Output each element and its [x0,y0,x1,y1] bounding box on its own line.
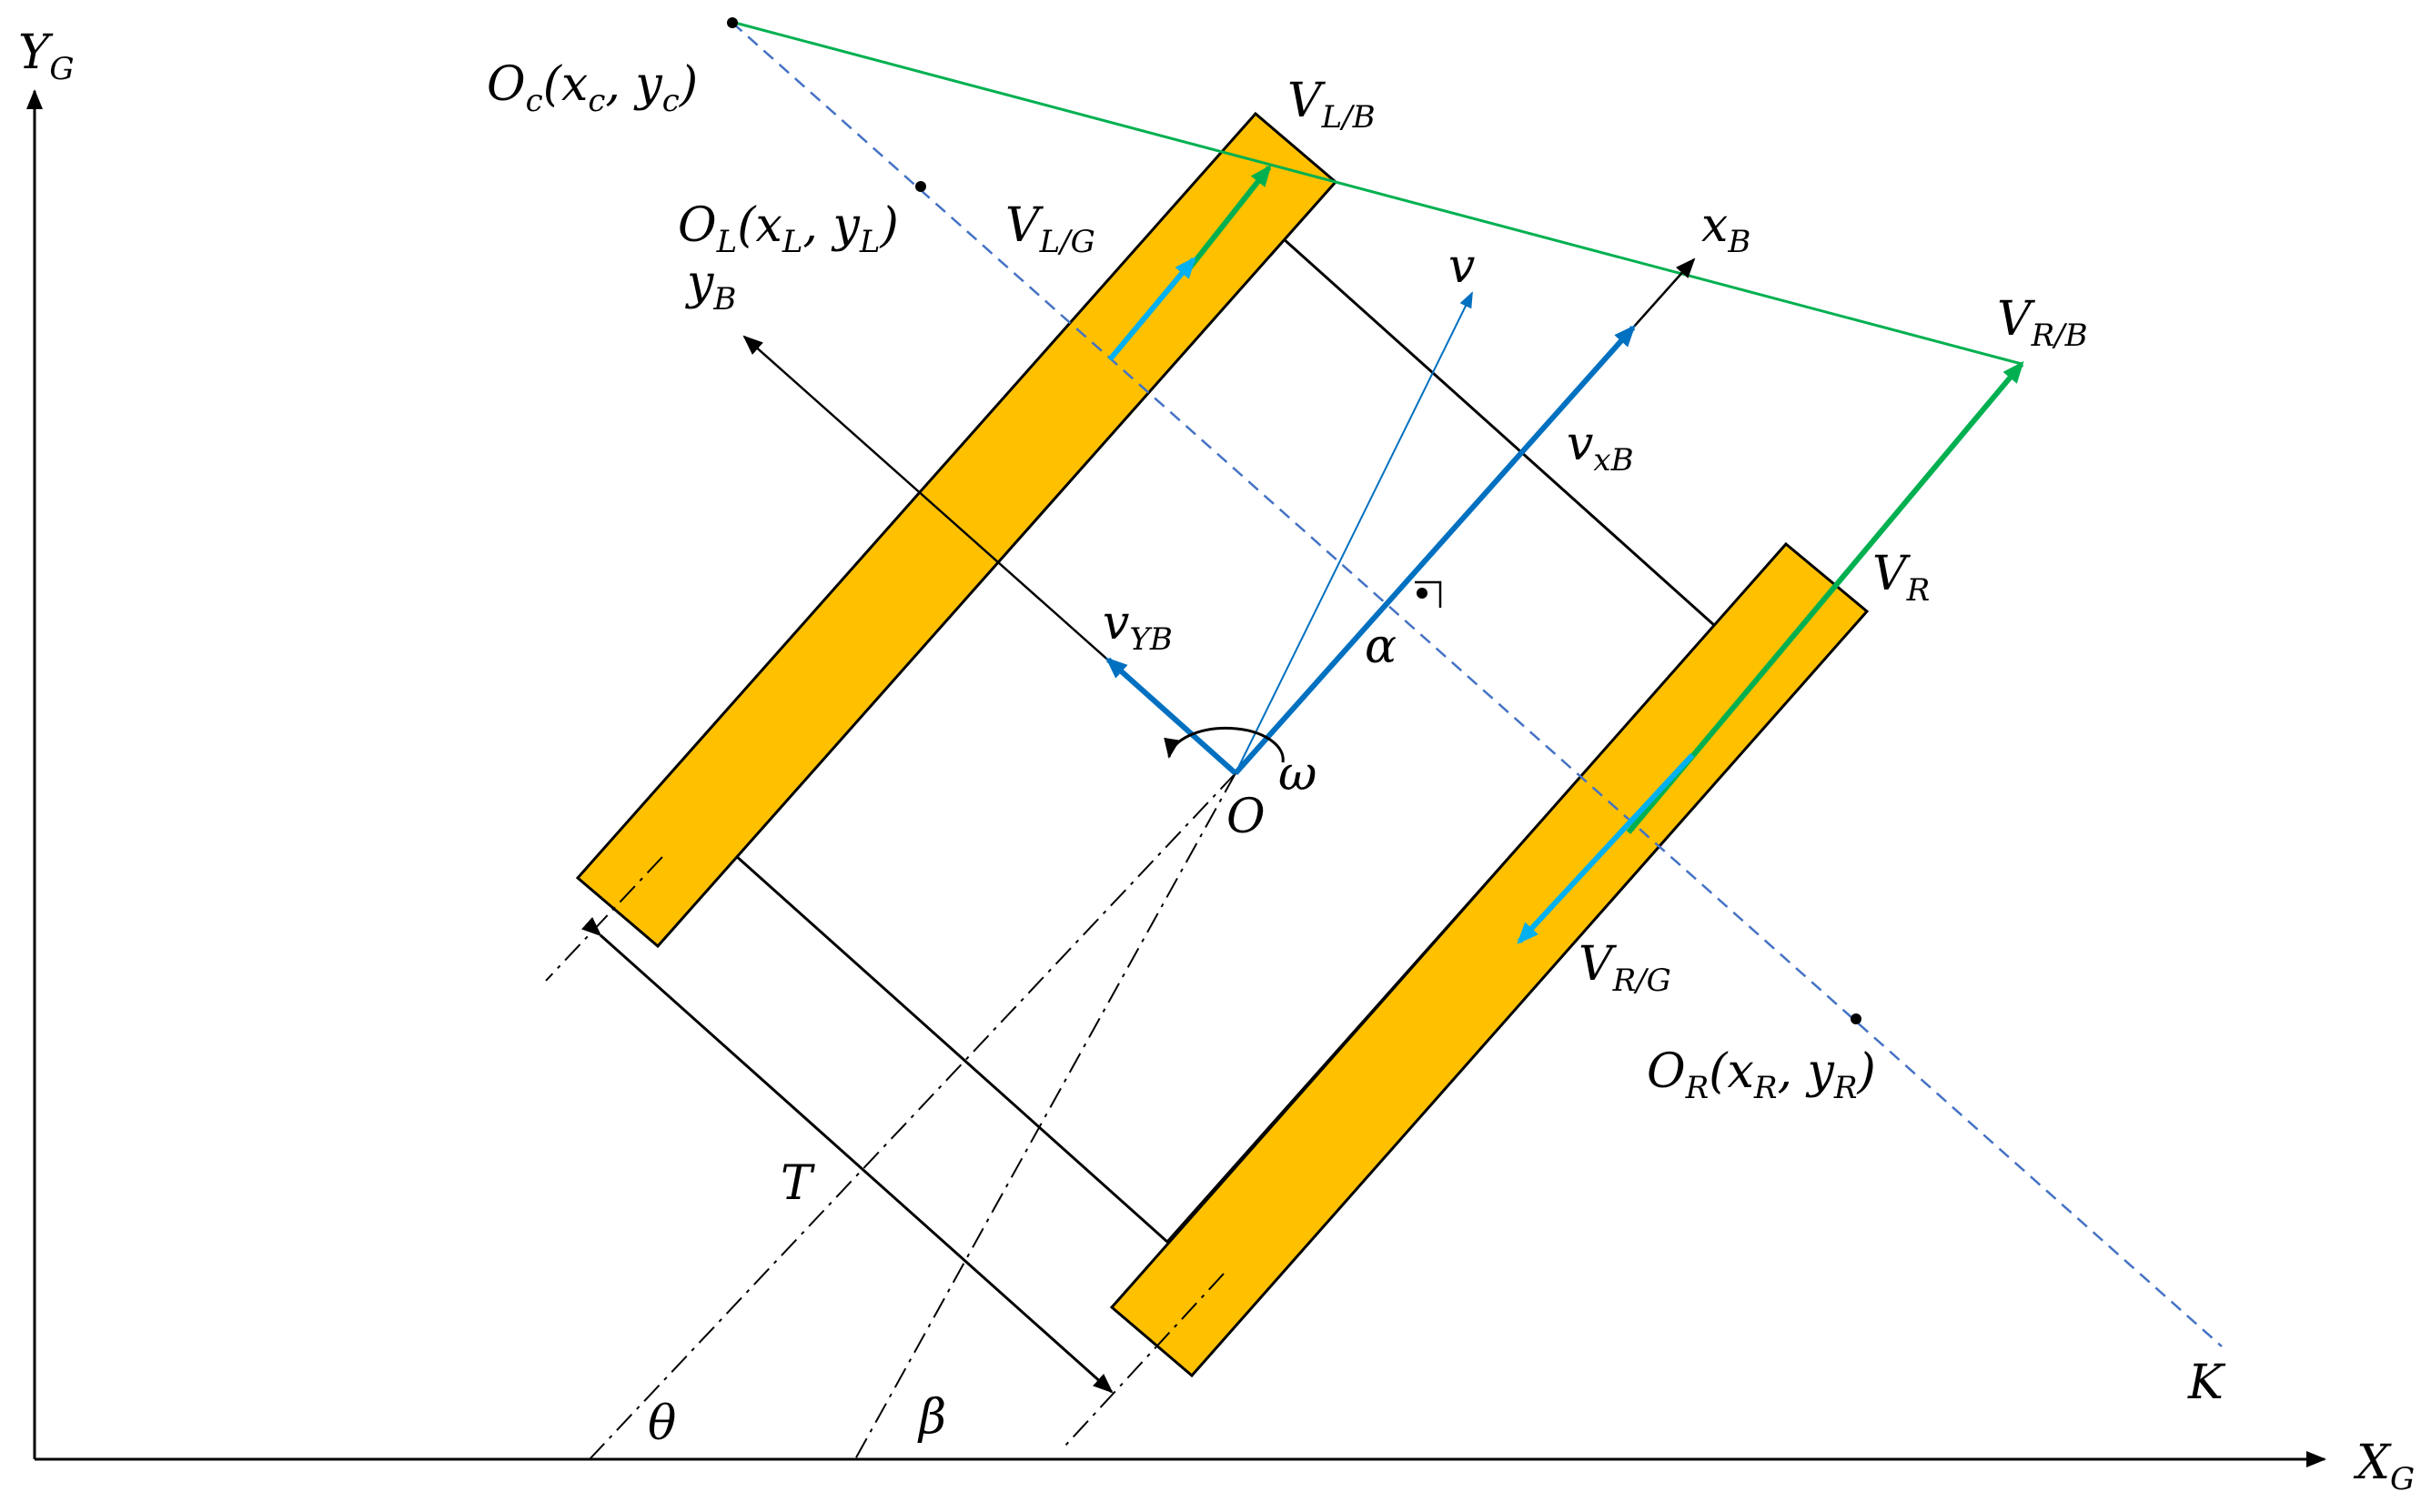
vrb-label: VR/B [1997,292,2088,354]
oc-label: Oc(xc, yc) [487,57,698,119]
vyb-label: vYB [1103,596,1173,658]
vrg-label: VR/G [1579,937,1671,999]
vlb-vector [1187,164,1272,269]
icr-line [731,22,2223,1347]
x-axis-label: XG [2353,1436,2415,1497]
or-point [1851,1013,1861,1024]
track-width-dimension [581,916,1114,1394]
vyb-vector [1105,657,1237,776]
k-label: K [2187,1356,2226,1410]
theta-label: θ [648,1396,676,1451]
v-vector [1235,291,1473,774]
o-label: O [1226,790,1266,844]
omega-arc [1164,726,1285,763]
vlg-vector [1107,256,1196,361]
ol-label: OL(xL, yL) [678,198,899,260]
omega-label: ω [1278,747,1316,801]
vxb-vector [1233,325,1636,775]
t-label: T [781,1156,815,1211]
y-axis-label: YG [18,25,75,87]
vxb-label: vxB [1567,417,1634,479]
vr-label: VR [1872,547,1930,609]
vrb-vector [1626,360,2024,834]
alpha-label: α [1365,620,1397,674]
v-label: v [1448,239,1475,294]
vrg-vector [1517,752,1695,944]
ol-point [915,181,926,192]
robot-body [732,236,1718,1245]
vlb-label: VL/B [1287,74,1376,136]
beta-label: β [917,1390,946,1445]
right-angle-dot [1417,588,1427,599]
yb-label: yB [685,256,736,318]
oc-point [727,17,738,28]
right-wheel [1109,541,1870,1378]
vlg-label: VL/G [1005,198,1095,260]
velocity-envelope-line [734,21,2023,366]
or-label: OR(xR, yR) [1647,1044,1876,1106]
xb-label: xB [1701,198,1750,260]
right-angle-marker [1415,580,1442,608]
